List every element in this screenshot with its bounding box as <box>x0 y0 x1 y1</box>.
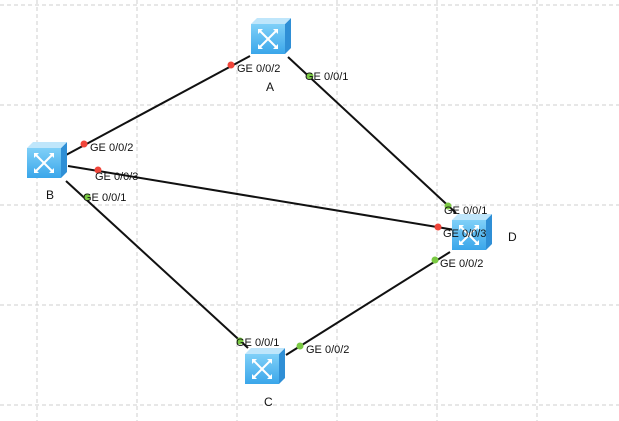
port-dot-c-ge002[interactable] <box>296 342 304 350</box>
port-label-d-ge003: GE 0/0/3 <box>443 228 486 240</box>
port-dot-b-ge003[interactable] <box>94 166 102 174</box>
port-label-c-ge002: GE 0/0/2 <box>306 344 349 356</box>
switch-icon <box>26 141 68 179</box>
switch-b[interactable] <box>26 141 68 179</box>
link-c-d[interactable] <box>285 251 451 356</box>
port-label-b-ge003: GE 0/0/3 <box>95 171 138 183</box>
port-dot-c-ge001[interactable] <box>236 337 244 345</box>
switch-a[interactable] <box>250 17 292 55</box>
port-label-a-ge002: GE 0/0/2 <box>237 63 280 75</box>
device-name-b: B <box>46 188 54 202</box>
device-name-d: D <box>508 230 517 244</box>
port-dot-a-ge001[interactable] <box>306 72 314 80</box>
link-a-b[interactable] <box>65 55 251 156</box>
port-label-b-ge002: GE 0/0/2 <box>90 142 133 154</box>
device-name-c: C <box>264 395 273 409</box>
switch-icon <box>244 347 286 385</box>
port-dot-b-ge002[interactable] <box>80 140 88 148</box>
switch-c[interactable] <box>244 347 286 385</box>
port-dot-a-ge002[interactable] <box>227 61 235 69</box>
link-b-d[interactable] <box>67 165 456 231</box>
link-a-d[interactable] <box>287 56 457 214</box>
switch-icon <box>250 17 292 55</box>
port-dot-d-ge001[interactable] <box>444 202 452 210</box>
port-dot-b-ge001[interactable] <box>83 193 91 201</box>
device-name-a: A <box>266 80 274 94</box>
port-label-d-ge001: GE 0/0/1 <box>444 205 487 217</box>
port-dot-d-ge002[interactable] <box>431 256 439 264</box>
link-b-c[interactable] <box>65 180 249 349</box>
port-dot-d-ge003[interactable] <box>434 223 442 231</box>
port-label-b-ge001: GE 0/0/1 <box>83 192 126 204</box>
port-label-a-ge001: GE 0/0/1 <box>305 71 348 83</box>
port-label-d-ge002: GE 0/0/2 <box>440 258 483 270</box>
port-label-c-ge001: GE 0/0/1 <box>236 337 279 349</box>
